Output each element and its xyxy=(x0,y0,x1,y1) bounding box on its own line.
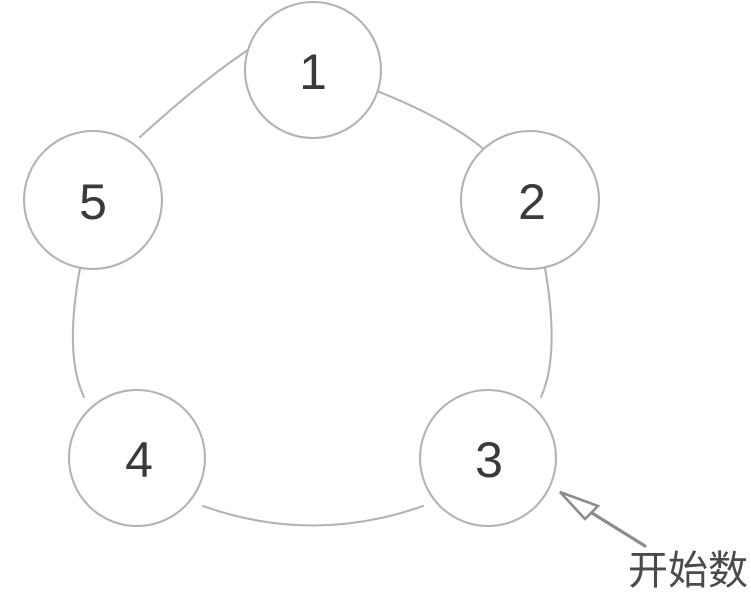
node-label-3: 3 xyxy=(475,432,503,488)
edge-3-to-4 xyxy=(201,504,425,527)
node-label-4: 4 xyxy=(125,432,153,488)
edge-4-to-5 xyxy=(71,266,86,399)
node-label-2: 2 xyxy=(518,174,546,230)
node-circle-4[interactable] xyxy=(67,388,207,528)
edge-1-to-2 xyxy=(375,89,489,154)
node-circle-5[interactable] xyxy=(22,129,164,271)
annotation-text: 开始数 xyxy=(628,548,748,594)
annotation-arrow xyxy=(559,490,647,548)
arrow-head-icon xyxy=(559,490,601,521)
node-label-1: 1 xyxy=(299,44,327,100)
edge-2-to-3 xyxy=(539,266,553,399)
ring-edges xyxy=(71,46,553,527)
arrow-shaft xyxy=(590,511,647,548)
node-circle-3[interactable] xyxy=(418,388,558,528)
ring-node-labels: 1 2 3 4 5 xyxy=(79,44,546,488)
node-circle-2[interactable] xyxy=(459,129,601,271)
node-label-5: 5 xyxy=(79,174,107,230)
ring-nodes xyxy=(22,0,601,528)
edge-5-to-1 xyxy=(138,46,253,139)
node-circle-1[interactable] xyxy=(243,0,383,140)
